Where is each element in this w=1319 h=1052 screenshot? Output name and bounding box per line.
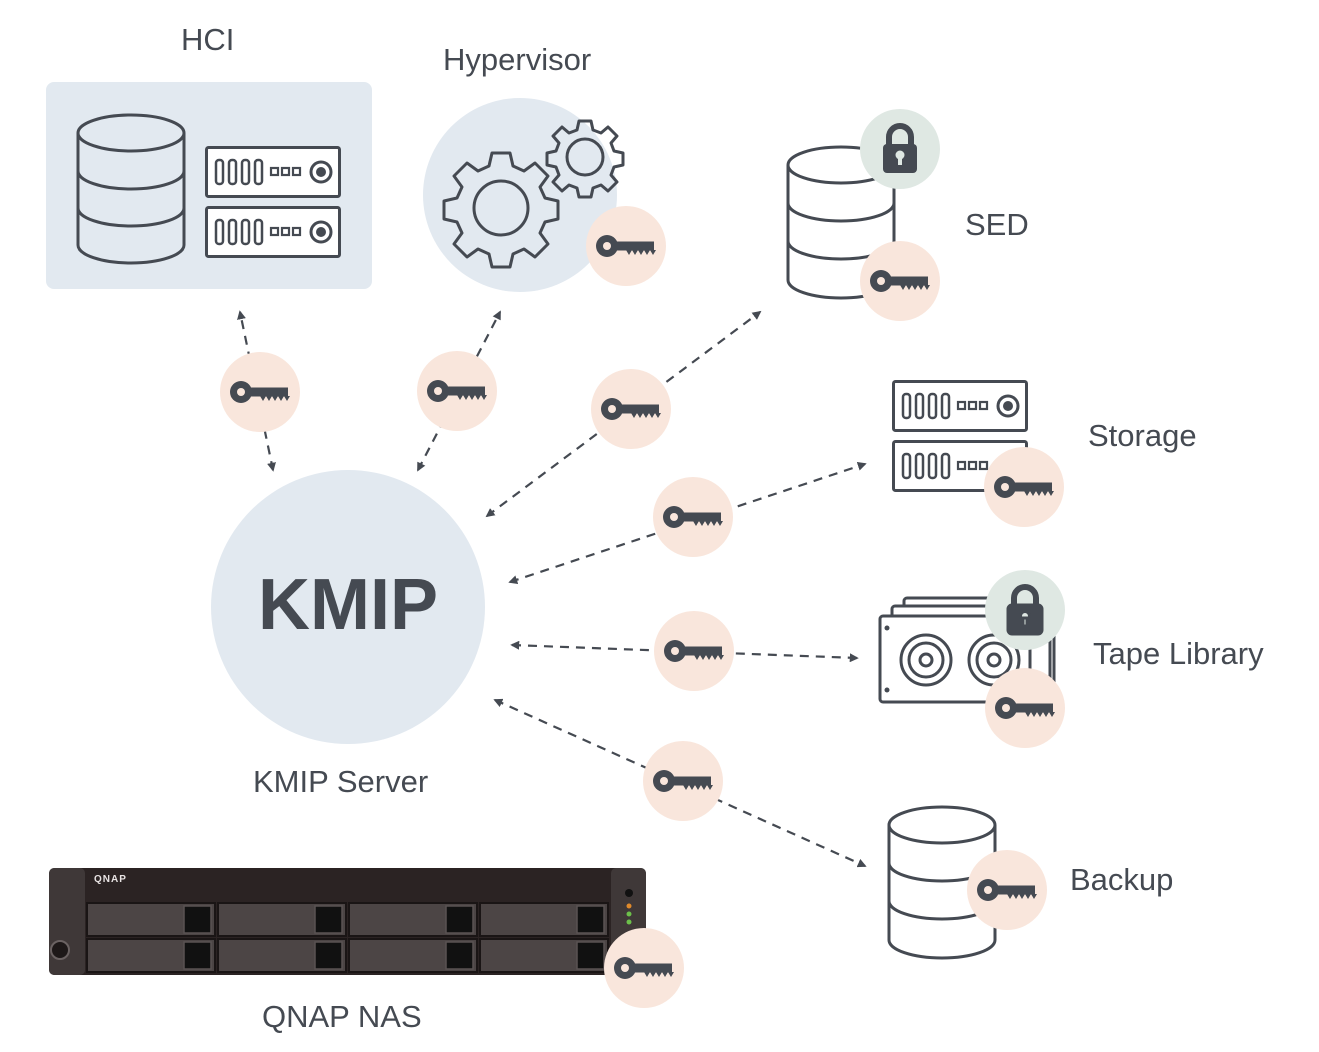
gear-icon — [442, 151, 560, 269]
sed-node — [786, 109, 940, 300]
key-badge-tape-library — [985, 668, 1065, 748]
key-badge-link-hci — [220, 352, 300, 432]
key-badge-link-storage — [653, 477, 733, 557]
hci-node — [46, 82, 372, 289]
key-badge-link-backup — [643, 741, 723, 821]
key-badge-storage — [984, 447, 1064, 527]
label-hci: HCI — [181, 22, 235, 57]
key-badge-backup — [967, 850, 1047, 930]
database-icon — [76, 113, 186, 265]
link-storage — [508, 462, 867, 584]
gear-icon — [545, 119, 625, 199]
server-icon — [892, 380, 1028, 432]
label-backup: Backup — [1070, 862, 1174, 897]
label-sed: SED — [965, 207, 1029, 242]
key-badge-link-tape — [654, 611, 734, 691]
key-badge-link-hypervisor — [417, 351, 497, 431]
link-backup — [493, 698, 867, 868]
key-badge-hypervisor — [586, 206, 666, 286]
hypervisor-circle — [423, 98, 617, 292]
server-icon — [205, 146, 341, 198]
server-icon — [205, 206, 341, 258]
key-badge-link-sed — [591, 369, 671, 449]
kmip-title: KMIP — [258, 565, 438, 645]
label-qnap-nas: QNAP NAS — [262, 999, 422, 1034]
key-badge-qnap-nas — [604, 928, 684, 1008]
label-tape-library: Tape Library — [1093, 636, 1264, 671]
label-hypervisor: Hypervisor — [443, 42, 592, 77]
label-kmip-server: KMIP Server — [253, 764, 429, 799]
nas-brand-logo: QNAP — [94, 874, 127, 885]
key-badge-sed — [860, 241, 940, 321]
kmip-server-node — [211, 470, 485, 744]
hypervisor-node — [423, 98, 625, 292]
key-badges — [220, 206, 1065, 1008]
kmip-circle — [211, 470, 485, 744]
label-storage: Storage — [1088, 418, 1197, 453]
backup-node — [887, 805, 997, 960]
qnap-nas-device: QNAP — [49, 868, 646, 975]
